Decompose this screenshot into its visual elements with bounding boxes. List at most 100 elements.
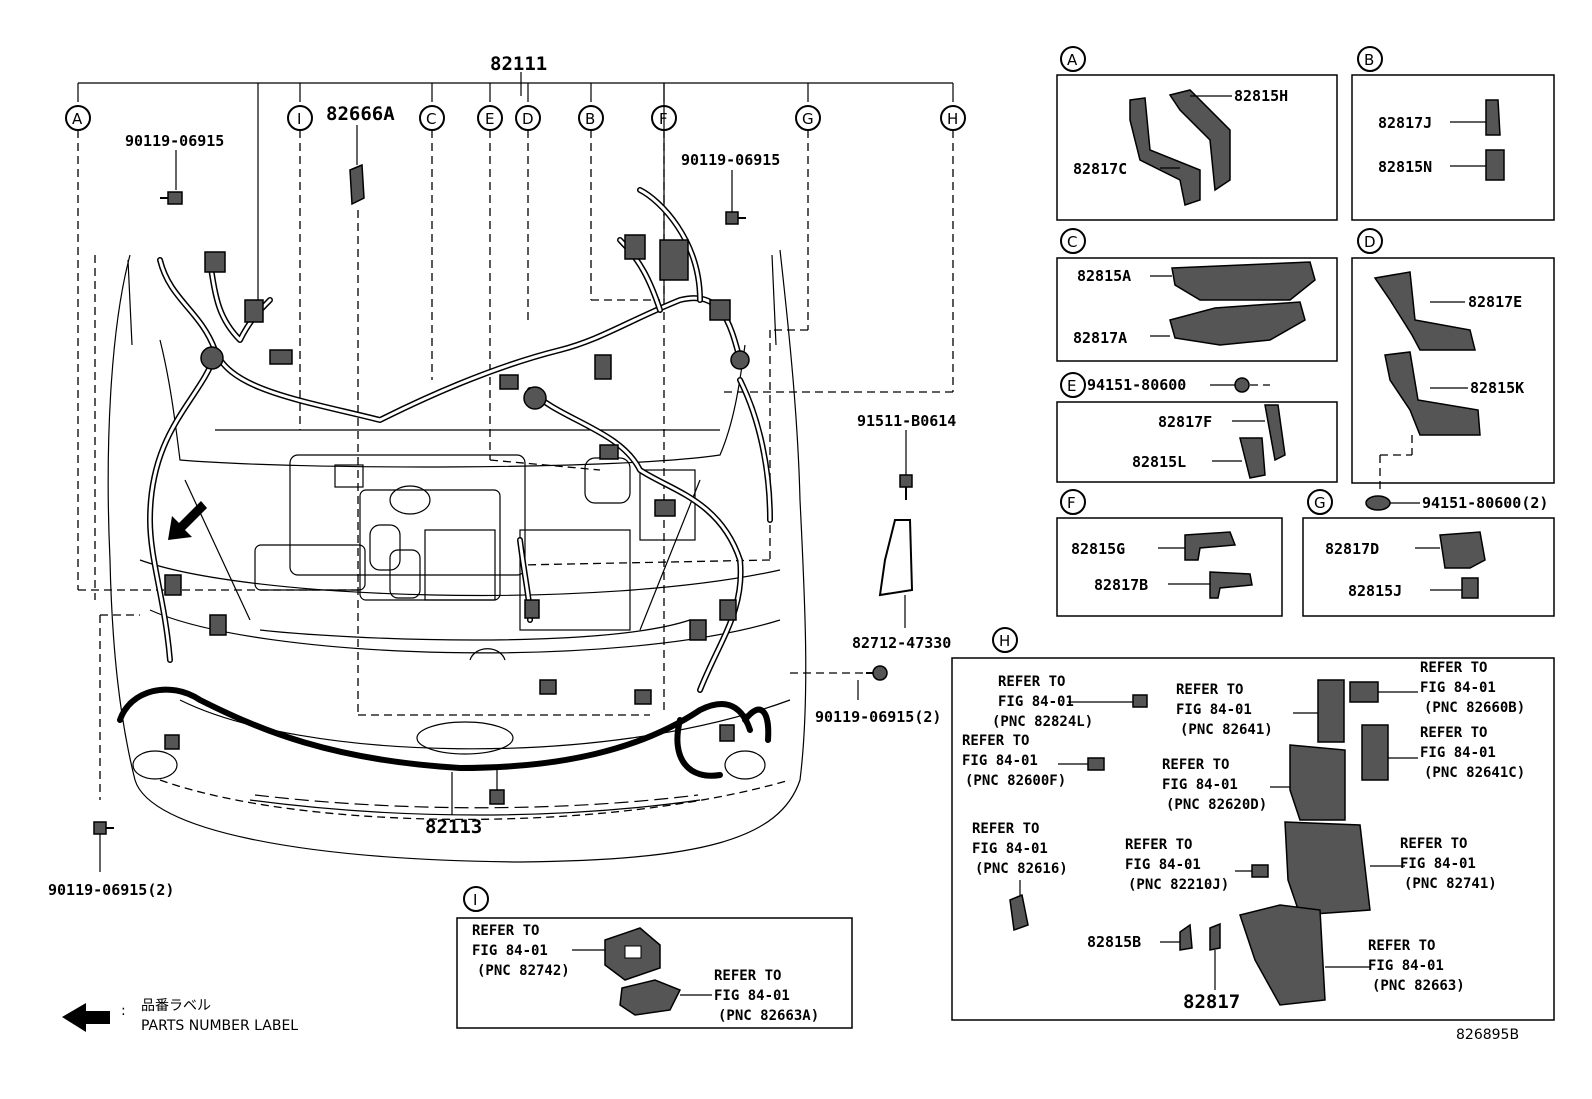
part-82817F[interactable]: 82817F — [1158, 413, 1212, 431]
legend-arrow-icon — [62, 1003, 110, 1032]
legend-colon: : — [121, 1003, 126, 1019]
part-82817C[interactable]: 82817C — [1073, 160, 1127, 178]
harness-82111-label: 82111 — [490, 53, 547, 75]
panel-B: B — [1351, 46, 1555, 221]
refer-82616[interactable]: REFER TO FIG 84-01 (PNC 82616) — [972, 821, 1068, 877]
bolt-lower-left-label: 90119-06915(2) — [48, 881, 174, 899]
svg-text:FIG 84-01: FIG 84-01 — [472, 943, 548, 959]
part-82815J[interactable]: 82815J — [1348, 582, 1402, 600]
svg-text:REFER TO: REFER TO — [1368, 938, 1435, 954]
part-82815B[interactable]: 82815B — [1087, 933, 1141, 951]
refer-82600F[interactable]: REFER TO FIG 84-01 (PNC 82600F) — [962, 733, 1066, 789]
callout-B[interactable]: B — [578, 105, 604, 131]
bolt-upper-left-label: 90119-06915 — [125, 132, 224, 150]
callout-I[interactable]: I — [287, 105, 313, 131]
panel-B-letter: B — [1364, 51, 1374, 69]
part-82815H[interactable]: 82815H — [1234, 87, 1288, 105]
refer-82663A[interactable]: REFER TO FIG 84-01 (PNC 82663A) — [714, 968, 819, 1024]
svg-text:(PNC 82641): (PNC 82641) — [1180, 722, 1273, 738]
panel-F-letter: F — [1067, 494, 1076, 512]
part-82815K[interactable]: 82815K — [1470, 379, 1524, 397]
svg-text:FIG 84-01: FIG 84-01 — [1162, 777, 1238, 793]
bracket-82712-47330[interactable] — [878, 519, 914, 628]
svg-text:(PNC 82741): (PNC 82741) — [1404, 876, 1497, 892]
legend: : 品番ラベル PARTS NUMBER LABEL — [62, 998, 298, 1034]
panel-F: F — [1056, 489, 1283, 617]
clip-91511-b0614[interactable] — [899, 430, 913, 500]
part-82815L[interactable]: 82815L — [1132, 453, 1186, 471]
bolt-lower-right-label: 90119-06915(2) — [815, 708, 941, 726]
svg-text:REFER TO: REFER TO — [998, 674, 1065, 690]
callout-G[interactable]: G — [795, 105, 821, 131]
panel-H-letter: H — [999, 632, 1010, 650]
refer-82660B[interactable]: REFER TO FIG 84-01 (PNC 82660B) — [1420, 660, 1525, 716]
callout-A-letter: A — [72, 110, 83, 128]
panel-I-letter: I — [473, 891, 477, 909]
refer-82620D[interactable]: REFER TO FIG 84-01 (PNC 82620D) — [1162, 757, 1267, 813]
harness-82111[interactable] — [147, 187, 773, 705]
callout-F[interactable]: F — [651, 105, 677, 131]
svg-text:REFER TO: REFER TO — [1400, 836, 1467, 852]
refer-82663[interactable]: REFER TO FIG 84-01 (PNC 82663) — [1368, 938, 1465, 994]
bracket-82712-label: 82712-47330 — [852, 634, 951, 652]
svg-text:FIG 84-01: FIG 84-01 — [962, 753, 1038, 769]
panel-E: E — [1056, 372, 1338, 483]
part-82817J[interactable]: 82817J — [1378, 114, 1432, 132]
parts-number-label-arrow — [168, 501, 207, 540]
bolt-90119-06915-lower-left[interactable] — [93, 821, 114, 872]
svg-text:(PNC 82620D): (PNC 82620D) — [1166, 797, 1267, 813]
part-82817E[interactable]: 82817E — [1468, 293, 1522, 311]
bolt-90119-06915-lower-right[interactable] — [790, 665, 888, 700]
refer-82742[interactable]: REFER TO FIG 84-01 (PNC 82742) — [472, 923, 570, 979]
callout-H[interactable]: H — [940, 105, 966, 131]
svg-text:FIG 84-01: FIG 84-01 — [1125, 857, 1201, 873]
svg-text:(PNC 82641C): (PNC 82641C) — [1424, 765, 1525, 781]
svg-text:FIG 84-01: FIG 84-01 — [1368, 958, 1444, 974]
refer-82824L[interactable]: REFER TO FIG 84-01 (PNC 82824L) — [992, 674, 1093, 730]
callout-A[interactable]: A — [65, 105, 91, 131]
callout-F-letter: F — [659, 110, 668, 128]
svg-text:FIG 84-01: FIG 84-01 — [998, 694, 1074, 710]
svg-text:FIG 84-01: FIG 84-01 — [1420, 680, 1496, 696]
svg-text:REFER TO: REFER TO — [714, 968, 781, 984]
refer-82210J[interactable]: REFER TO FIG 84-01 (PNC 82210J) — [1125, 837, 1229, 893]
refer-82741[interactable]: REFER TO FIG 84-01 (PNC 82741) — [1400, 836, 1497, 892]
part-82815N[interactable]: 82815N — [1378, 158, 1432, 176]
callout-D[interactable]: D — [515, 105, 541, 131]
part-82817D[interactable]: 82817D — [1325, 540, 1379, 558]
panel-D-letter: D — [1364, 233, 1376, 251]
panel-C-letter: C — [1067, 233, 1077, 251]
svg-text:(PNC 82210J): (PNC 82210J) — [1128, 877, 1229, 893]
part-82817[interactable]: 82817 — [1183, 991, 1240, 1013]
svg-text:REFER TO: REFER TO — [972, 821, 1039, 837]
part-82815G[interactable]: 82815G — [1071, 540, 1125, 558]
refer-82641[interactable]: REFER TO FIG 84-01 (PNC 82641) — [1176, 682, 1273, 738]
nut-94151-80600-2[interactable] — [1365, 495, 1420, 511]
part-82817B[interactable]: 82817B — [1094, 576, 1148, 594]
callout-D-letter: D — [522, 110, 534, 128]
svg-text:FIG 84-01: FIG 84-01 — [1420, 745, 1496, 761]
callout-C[interactable]: C — [419, 105, 445, 131]
svg-text:(PNC 82824L): (PNC 82824L) — [992, 714, 1093, 730]
svg-text:REFER TO: REFER TO — [1162, 757, 1229, 773]
part-82817A[interactable]: 82817A — [1073, 329, 1127, 347]
svg-text:REFER TO: REFER TO — [1176, 682, 1243, 698]
clip-91511-label: 91511-B0614 — [857, 412, 956, 430]
callout-E[interactable]: E — [477, 105, 503, 131]
bolt-90119-06915-upper-left[interactable] — [160, 150, 183, 205]
harness-82113[interactable] — [117, 686, 772, 805]
vehicle-body-outline — [107, 249, 807, 863]
svg-text:(PNC 82616): (PNC 82616) — [975, 861, 1068, 877]
drawing-id: 826895B — [1456, 1027, 1519, 1043]
svg-text:REFER TO: REFER TO — [1420, 660, 1487, 676]
part-82815A[interactable]: 82815A — [1077, 267, 1131, 285]
bolt-90119-06915-upper-right[interactable] — [725, 170, 746, 225]
nut-94151-label[interactable]: 94151-80600 — [1087, 376, 1186, 394]
harness-82113-label: 82113 — [425, 816, 482, 838]
callout-H-letter: H — [947, 110, 958, 128]
svg-text:REFER TO: REFER TO — [962, 733, 1029, 749]
svg-text:FIG 84-01: FIG 84-01 — [972, 841, 1048, 857]
refer-82641C[interactable]: REFER TO FIG 84-01 (PNC 82641C) — [1420, 725, 1525, 781]
svg-text:(PNC 82663): (PNC 82663) — [1372, 978, 1465, 994]
clip-82666a[interactable] — [349, 125, 365, 206]
